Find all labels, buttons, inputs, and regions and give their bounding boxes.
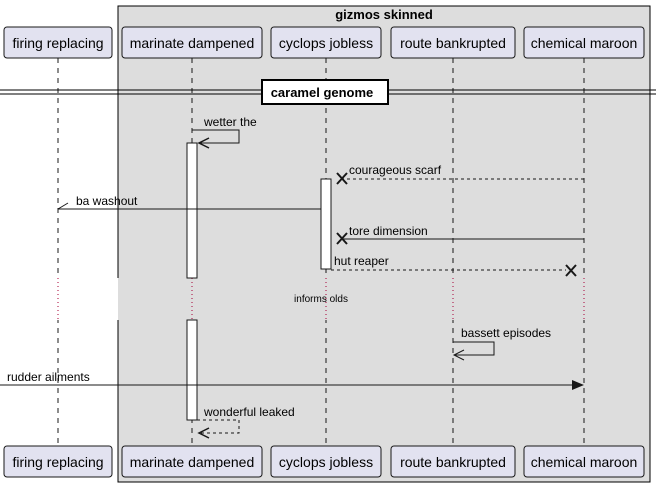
participant-label: route bankrupted [400, 454, 506, 470]
participant-box-route-bankrupted-bottom [390, 445, 516, 478]
participant-box-chemical-maroon-bottom [523, 445, 645, 478]
participant-label: chemical maroon [531, 454, 638, 470]
lost-x-icon [336, 232, 348, 245]
activation-marinate-2 [186, 319, 198, 421]
group-title: gizmos skinned [335, 7, 433, 22]
divider-label: caramel genome [271, 85, 374, 100]
message-bassett-episodes: bassett episodes [452, 326, 551, 361]
participant-label: cyclops jobless [279, 35, 373, 51]
divider-box [261, 79, 389, 105]
message-label: hut reaper [334, 254, 389, 268]
activation-cyclops [320, 178, 332, 270]
message-rudder-ailments: rudder ailments [0, 370, 584, 390]
participant-label: chemical maroon [531, 35, 638, 51]
message-wetter-the: wetter the [192, 115, 257, 149]
arrowhead-icon [572, 380, 584, 390]
participant-label: marinate dampened [130, 35, 255, 51]
message-courageous-scarf: courageous scarf [336, 163, 584, 185]
delay-label: informs olds [294, 294, 348, 305]
participant-box-marinate-dampened [121, 26, 263, 59]
delay-break: informs olds [40, 278, 610, 320]
message-wonderful-leaked: wonderful leaked [197, 405, 295, 439]
message-tore-dimension: tore dimension [336, 224, 584, 245]
lost-x-icon [565, 264, 577, 277]
participants-top: firing replacing marinate dampened cyclo… [3, 26, 645, 59]
participant-label: firing replacing [12, 35, 103, 51]
group-box [117, 5, 651, 483]
participant-box-route-bankrupted [390, 26, 516, 59]
message-label: wonderful leaked [203, 405, 295, 419]
participant-box-marinate-dampened-bottom [121, 445, 263, 478]
participant-label: marinate dampened [130, 454, 255, 470]
message-label: wetter the [203, 115, 257, 129]
message-label: tore dimension [349, 224, 428, 238]
participant-box-firing-replacing [3, 26, 113, 59]
participants-bottom: firing replacing marinate dampened cyclo… [3, 445, 645, 478]
message-label: ba washout [76, 194, 138, 208]
participant-box-cyclops-jobless [270, 26, 382, 59]
participant-box-chemical-maroon [523, 26, 645, 59]
lost-x-icon [336, 172, 348, 185]
participant-label: firing replacing [12, 454, 103, 470]
message-hut-reaper: hut reaper [331, 254, 577, 277]
participant-label: cyclops jobless [279, 454, 373, 470]
message-ba-washout: ba washout [57, 194, 321, 210]
participant-box-cyclops-jobless-bottom [270, 445, 382, 478]
activation-marinate-1 [186, 142, 198, 279]
message-label: bassett episodes [461, 326, 551, 340]
activations [186, 142, 332, 421]
divider: caramel genome [0, 79, 656, 105]
participant-label: route bankrupted [400, 35, 506, 51]
message-label: rudder ailments [7, 370, 90, 384]
participant-box-firing-replacing-bottom [3, 445, 113, 478]
message-label: courageous scarf [349, 163, 442, 177]
